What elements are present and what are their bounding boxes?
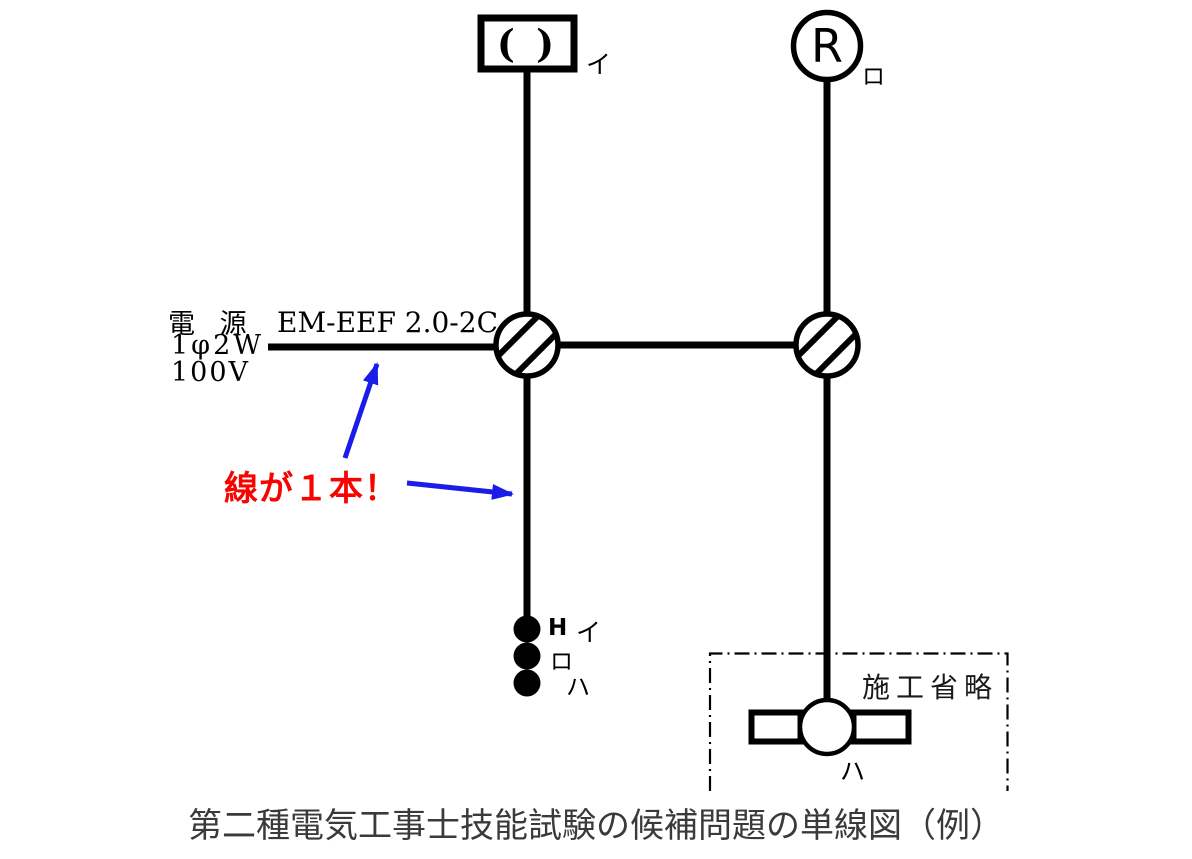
receptacle-circuit-label: ロ — [862, 64, 885, 90]
switch-circuit-label-1: イ — [576, 618, 602, 647]
power-phase-label: 1φ2W — [171, 330, 265, 361]
omission-box-border — [708, 652, 1009, 791]
switch-circuit-label-2: ロ — [550, 649, 573, 675]
ceiling-light-icon — [477, 14, 578, 73]
receptacle-symbol-text: R — [811, 19, 843, 73]
ceiling-light-symbol-text: ( ) — [496, 20, 559, 66]
omission-box-label: 施工省略 — [862, 671, 999, 704]
power-source-label: 電 源 — [168, 309, 247, 340]
red-annotation-text: 線が１本！ — [224, 469, 399, 509]
switch-pilot-mark: H — [548, 615, 568, 641]
switch-dot-1 — [513, 615, 541, 643]
wires — [268, 69, 831, 703]
switch-circuit-label-3: ハ — [566, 673, 590, 701]
fluorescent-light-icon — [748, 697, 912, 757]
switch-dots-icon — [513, 615, 541, 697]
diagram-caption: 第二種電気工事士技能試験の候補問題の単線図（例） — [188, 806, 1004, 846]
switch-dot-3 — [513, 669, 541, 697]
cable-type-label: EM-EEF 2.0-2C — [277, 306, 499, 339]
switch-dot-2 — [513, 642, 541, 670]
junction-box-right-icon — [793, 311, 861, 379]
receptacle-icon — [790, 9, 864, 83]
junction-box-left-icon — [493, 311, 561, 379]
annotation-arrows — [342, 362, 514, 500]
ceiling-light-circuit-label: イ — [586, 50, 612, 79]
power-voltage-label: 100V — [171, 357, 251, 388]
arrow-to-power-line-icon — [342, 362, 380, 459]
arrow-to-switch-line-icon — [406, 480, 514, 500]
fluorescent-circuit-label: ハ — [840, 757, 866, 786]
